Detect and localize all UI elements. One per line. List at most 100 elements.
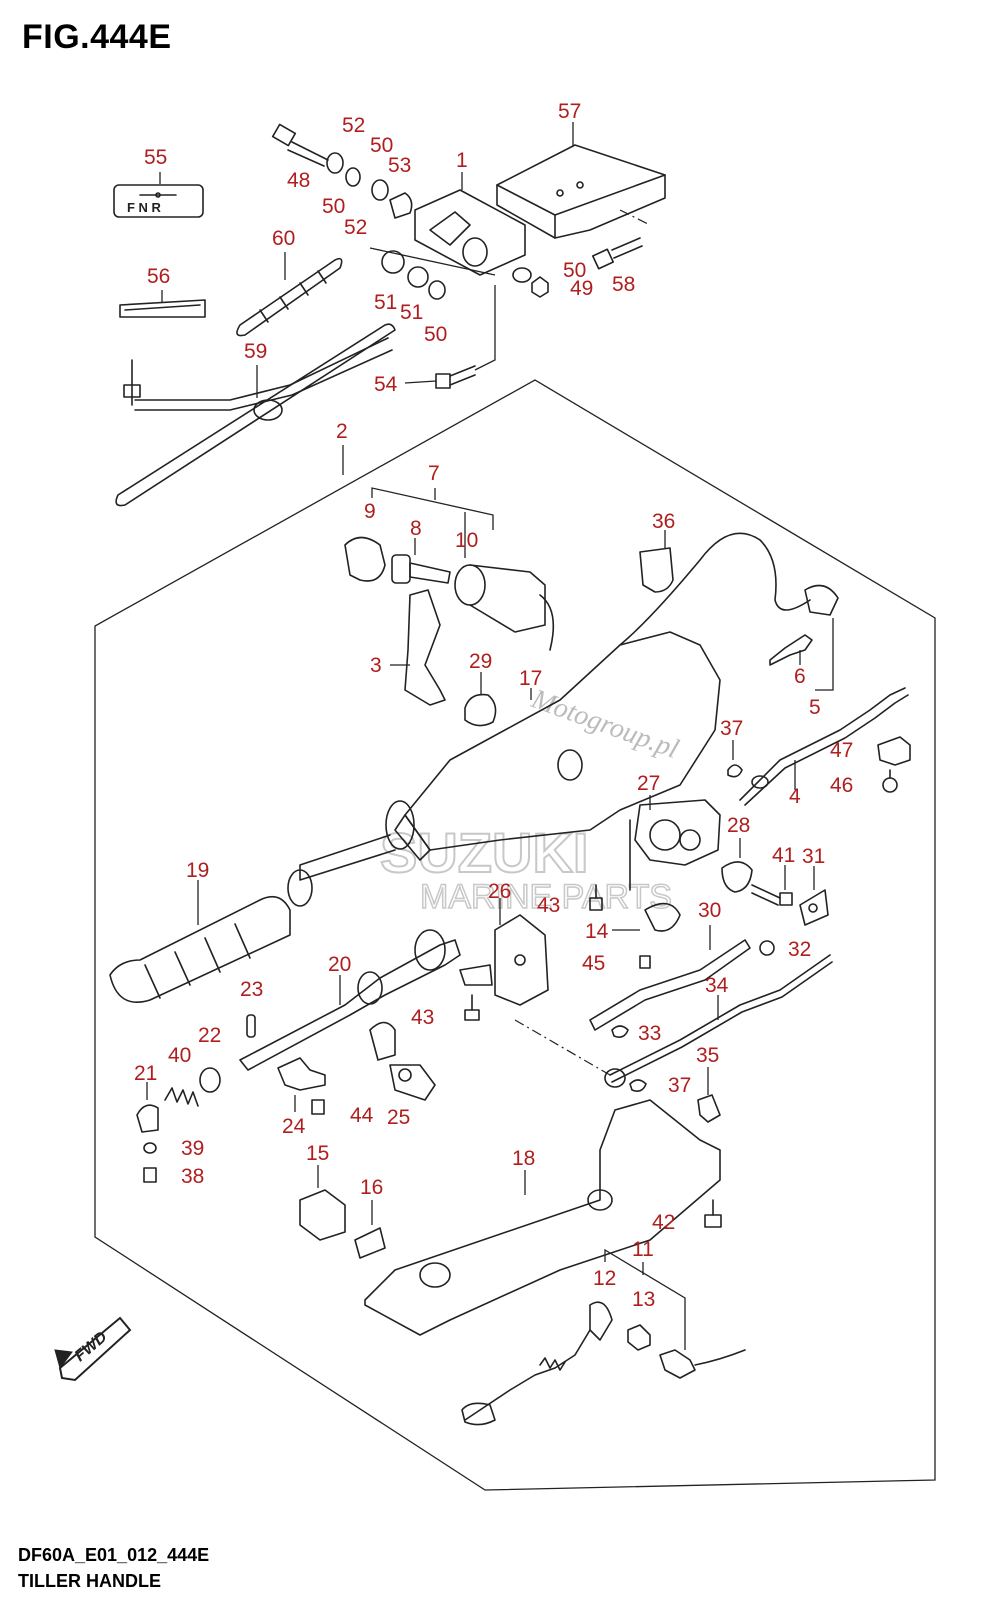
part-36-grommet (639, 547, 674, 593)
part-46-screw (882, 769, 898, 793)
part-49-nut (531, 276, 549, 298)
callout-51-b: 51 (400, 301, 423, 324)
part-22-collar (199, 1067, 221, 1093)
callout-31: 31 (802, 845, 825, 868)
part-59-steering-arm (115, 323, 396, 507)
callout-28: 28 (727, 814, 750, 837)
callout-16: 16 (360, 1176, 383, 1199)
part-37-e-ring-lower (629, 1079, 647, 1092)
callout-54: 54 (374, 373, 398, 396)
callout-48: 48 (287, 169, 310, 192)
callout-45: 45 (582, 952, 605, 975)
part-50-washer-lower (428, 280, 446, 300)
callout-26: 26 (488, 880, 511, 903)
callout-38: 38 (181, 1165, 204, 1188)
callout-39: 39 (181, 1137, 204, 1160)
callout-55: 55 (144, 146, 167, 169)
part-29-clip (464, 693, 497, 727)
part-51-bushing-a (381, 250, 405, 274)
part-55-shift-label-plate: F N R (113, 184, 204, 218)
part-18-base-housing (364, 1099, 721, 1336)
part-34-shift-cable (604, 954, 833, 1088)
callout-7: 7 (428, 462, 440, 485)
callout-49: 49 (570, 277, 593, 300)
callout-40: 40 (168, 1044, 191, 1067)
callout-8: 8 (410, 517, 422, 540)
part-43-screw-lower (464, 994, 480, 1021)
callout-labels: 1 2 3 4 5 6 7 8 9 10 11 12 13 14 15 16 1… (134, 100, 853, 1311)
callout-42: 42 (652, 1211, 675, 1234)
callout-52-bottom: 52 (344, 216, 367, 239)
callout-56: 56 (147, 265, 170, 288)
part-25-stop-switch (369, 1021, 436, 1101)
callout-50-bottom: 50 (424, 323, 447, 346)
callout-41: 41 (772, 844, 795, 867)
callout-57: 57 (558, 100, 581, 123)
part-21-button (136, 1104, 159, 1133)
part-23-pin (246, 1014, 256, 1038)
part-37-e-ring-upper (727, 764, 743, 778)
part-42-screw (704, 1199, 722, 1228)
callout-37-lower: 37 (668, 1074, 691, 1097)
callout-3: 3 (370, 654, 382, 677)
part-39-washer (143, 1142, 157, 1154)
callout-22: 22 (198, 1024, 221, 1047)
callout-36: 36 (652, 510, 675, 533)
part-28-bushing (721, 861, 753, 893)
part-16-plate (354, 1227, 386, 1259)
callout-51-a: 51 (374, 291, 397, 314)
callout-25: 25 (387, 1106, 410, 1129)
part-47-bracket (877, 736, 911, 766)
callout-13: 13 (632, 1288, 655, 1311)
part-12-lanyard (461, 1301, 613, 1426)
part-33-e-ring (611, 1025, 629, 1038)
callout-33: 33 (638, 1022, 661, 1045)
part-50-washer-upper (326, 152, 344, 174)
part-10-switch (454, 564, 555, 651)
callout-50-left: 50 (322, 195, 345, 218)
callout-43-lower: 43 (411, 1006, 434, 1029)
callout-29: 29 (469, 650, 492, 673)
callout-50-right: 50 (563, 259, 586, 282)
callout-9: 9 (364, 500, 376, 523)
callout-2: 2 (336, 420, 348, 443)
suzuki-watermark: SUZUKI (380, 821, 588, 884)
part-38-screw (143, 1167, 157, 1183)
callout-1: 1 (456, 149, 468, 172)
part-35-grommet (697, 1094, 721, 1123)
part-30-link (589, 939, 751, 1031)
shift-label-text: F N R (127, 200, 162, 215)
callout-11: 11 (632, 1238, 654, 1261)
part-3-lever (404, 589, 446, 706)
part-53-bushing (389, 192, 413, 219)
part-45-screw (639, 955, 651, 969)
callout-21: 21 (134, 1062, 157, 1085)
part-60-grip (236, 257, 343, 337)
part-1-bracket (414, 189, 526, 276)
part-31-plate (799, 889, 829, 926)
callout-4: 4 (789, 785, 801, 808)
callout-60: 60 (272, 227, 295, 250)
part-48-bolt (271, 123, 329, 167)
part-43-screw-upper (589, 884, 603, 911)
part-4-throttle-cable (739, 687, 909, 806)
part-50-washer-mid (371, 179, 389, 201)
callout-24: 24 (282, 1115, 306, 1138)
part-54-bolt (435, 365, 476, 389)
part-56-label (119, 299, 206, 318)
fwd-arrow: FWD (54, 1316, 132, 1382)
part-32-washer (759, 940, 775, 956)
callout-59: 59 (244, 340, 267, 363)
callout-30: 30 (698, 899, 721, 922)
callout-37-upper: 37 (720, 717, 743, 740)
part-14-knob (644, 902, 681, 932)
callout-18: 18 (512, 1147, 535, 1170)
part-2-tiller-housing (299, 532, 811, 881)
callout-34: 34 (705, 974, 729, 997)
part-52-washer-upper (345, 167, 361, 187)
part-51-bushing-b (407, 266, 429, 288)
callout-27: 27 (637, 772, 660, 795)
part-40-spring (164, 1087, 199, 1107)
callout-17: 17 (519, 667, 542, 690)
